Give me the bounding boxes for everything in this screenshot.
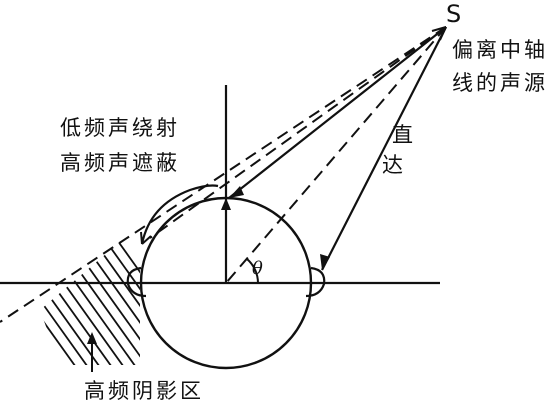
shadow-leader-arrowhead <box>87 332 97 344</box>
diffraction-arc-arrow <box>140 231 152 245</box>
diffraction-arc <box>140 184 219 245</box>
theta-label: θ <box>252 258 263 279</box>
source-arrow <box>431 26 447 41</box>
diffraction-label-line2: 高频声遮蔽 <box>60 151 180 175</box>
source-label: S <box>446 0 461 28</box>
direct-label-1: 直 <box>392 123 416 147</box>
solid-ray-top <box>228 26 447 199</box>
dashed-ray-outer <box>0 26 447 323</box>
arrowhead-vertical <box>221 198 231 210</box>
dashed-ray-tangent <box>149 26 447 239</box>
left-ear <box>126 266 147 298</box>
arrowhead-top <box>229 186 244 198</box>
diffraction-label-line1: 低频声绕射 <box>60 116 180 140</box>
direct-label-2: 达 <box>382 153 406 177</box>
theta-arc <box>246 258 259 284</box>
source-desc-line2: 线的声源 <box>452 71 548 95</box>
right-ear <box>305 266 326 298</box>
direct-ray <box>321 26 447 271</box>
arrowhead-direct <box>320 254 330 270</box>
source-desc-line1: 偏离中轴 <box>452 38 548 62</box>
shadow-label: 高频阴影区 <box>84 379 204 403</box>
